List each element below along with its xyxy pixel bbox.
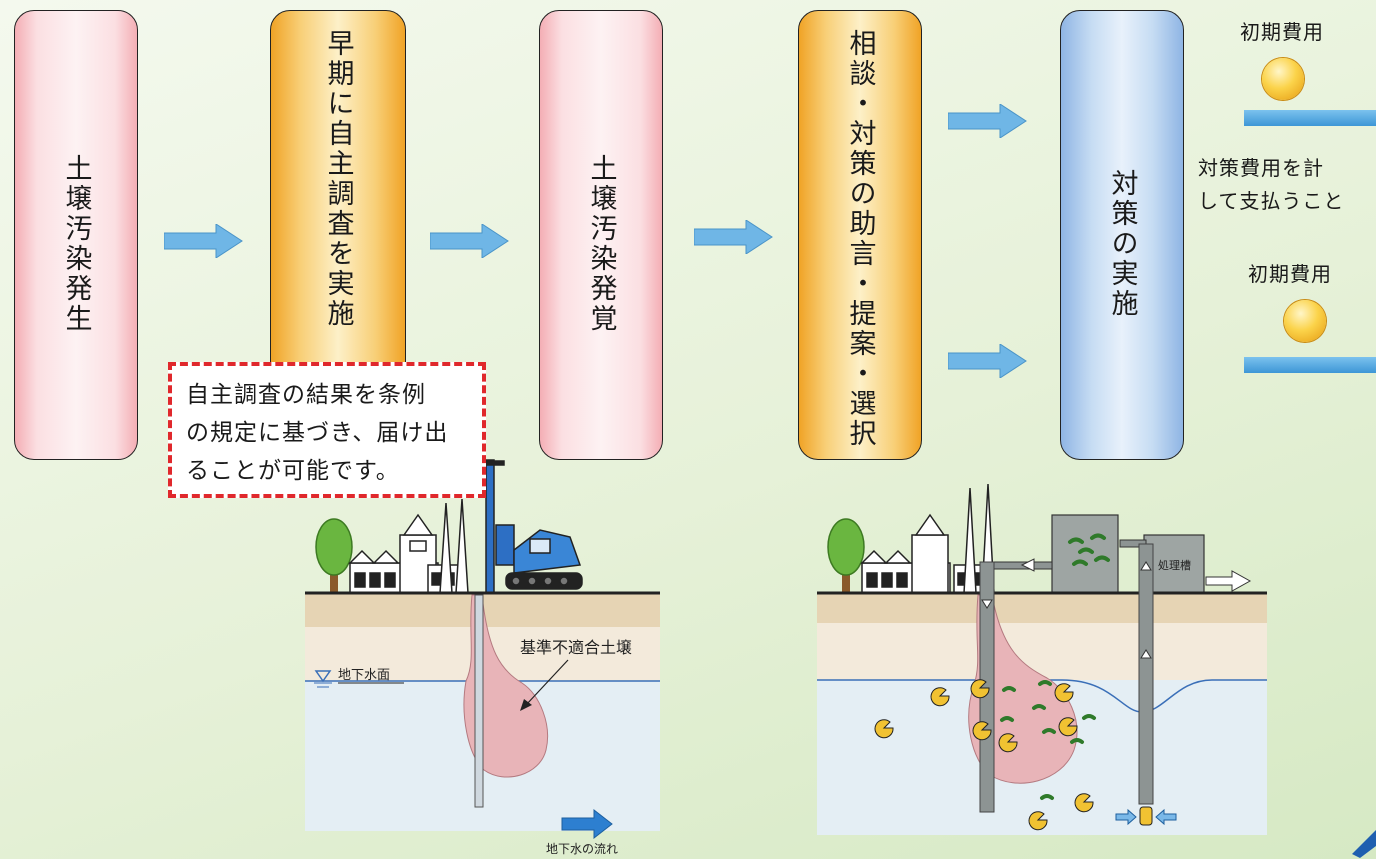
- subsoil-layer: [817, 623, 1267, 680]
- step-1-label: 土壌汚染発生: [60, 154, 92, 334]
- factory-icon: [348, 498, 469, 594]
- note-line-1: 自主調査の結果を条例: [186, 382, 426, 408]
- step-2-label: 早期に自主調査を実施: [322, 29, 354, 329]
- groundwater-surface-label: 地下水面: [338, 668, 390, 683]
- bacteria-icons: [1000, 680, 1096, 800]
- water-level-icon: [314, 670, 332, 688]
- cost-bar-bottom: [1244, 357, 1376, 373]
- treatment-tank-label: 処理槽: [1158, 559, 1191, 572]
- self-investigation-note: 自主調査の結果を条例 の規定に基づき、届け出 ることが可能です。: [168, 362, 486, 498]
- flow-arrow-3: [694, 220, 773, 254]
- contaminated-plume: [463, 594, 548, 778]
- up-arrow: [1140, 561, 1152, 571]
- step-5-label: 対策の実施: [1106, 169, 1138, 319]
- step-3-pill: 土壌汚染発覚: [539, 10, 663, 460]
- investigation-illustration: 地下水面 基準不適合土壌 地下水の流れ: [305, 459, 660, 856]
- injection-arrows: [1115, 806, 1177, 826]
- tree-icon: [315, 518, 353, 593]
- drill-rig-icon: [475, 459, 583, 596]
- down-arrow: [981, 599, 993, 609]
- cost-description-line-2: して支払うこと: [1198, 189, 1345, 213]
- extraction-well-2: [1138, 543, 1154, 805]
- coin-icon: [1262, 58, 1304, 100]
- boring-pipe: [474, 594, 484, 808]
- flow-arrow-1: [164, 224, 243, 258]
- note-line-2: の規定に基づき、届け出: [186, 420, 449, 446]
- note-line-3: ることが可能です。: [186, 458, 400, 484]
- cost-bar-top: [1244, 110, 1376, 126]
- tree-icon: [827, 518, 865, 593]
- corner-decoration-icon: [1352, 830, 1376, 858]
- treatment-unit-1: [1051, 514, 1119, 594]
- topsoil-layer: [817, 593, 1267, 623]
- flow-arrow-2: [430, 224, 509, 258]
- cost-description: 対策費用を計 して支払うこと: [1198, 152, 1344, 218]
- outflow-arrow: [1205, 570, 1252, 592]
- step-1-pill: 土壌汚染発生: [14, 10, 138, 460]
- step-4-pill: 相談・対策の助言・提案・選択: [798, 10, 922, 460]
- step-4-label: 相談・対策の助言・提案・選択: [844, 29, 876, 449]
- contaminated-soil-label: 基準不適合土壌: [520, 638, 632, 657]
- flow-left-arrow: [1020, 558, 1035, 572]
- initial-cost-label-top: 初期費用: [1240, 20, 1324, 44]
- step-3-label: 土壌汚染発覚: [585, 154, 617, 334]
- microbe-icons: [874, 679, 1094, 831]
- flow-arrow-4a: [948, 104, 1027, 138]
- flow-arrow-4b: [948, 344, 1027, 378]
- coin-icon: [1284, 300, 1326, 342]
- step-5-pill: 対策の実施: [1060, 10, 1184, 460]
- factory-icon: [860, 483, 995, 594]
- groundwater-flow-arrow: [561, 808, 613, 840]
- remediation-illustration: 処理槽: [817, 483, 1267, 835]
- up-arrow: [1140, 649, 1152, 659]
- treatment-tank: [1143, 534, 1205, 594]
- cost-description-line-1: 対策費用を計: [1198, 156, 1324, 180]
- initial-cost-label-bottom: 初期費用: [1248, 262, 1332, 286]
- groundwater-flow-label: 地下水の流れ: [546, 842, 618, 856]
